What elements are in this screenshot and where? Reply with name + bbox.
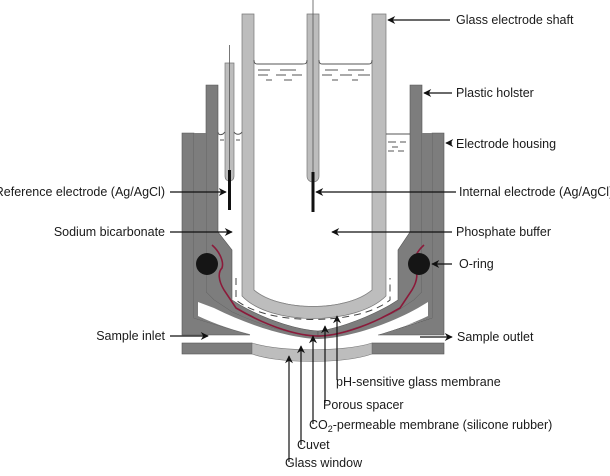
label-sodium-bicarbonate: Sodium bicarbonate (54, 225, 165, 239)
label-porous-spacer: Porous spacer (323, 398, 404, 412)
label-internal-electrode: Internal electrode (Ag/AgCl) (459, 185, 610, 199)
internal-electrode-tube (306, 0, 320, 212)
label-sample-outlet: Sample outlet (457, 330, 534, 344)
label-cuvet: Cuvet (297, 438, 330, 452)
labels: Glass electrode shaft Plastic holster El… (0, 13, 610, 470)
label-glass-window: Glass window (285, 456, 363, 470)
glass-window (251, 342, 373, 362)
leader-lines (170, 16, 456, 462)
label-phosphate-buffer: Phosphate buffer (456, 225, 551, 239)
label-electrode-housing: Electrode housing (456, 137, 556, 151)
glass-electrode-shaft (241, 13, 387, 319)
liquid-levels (217, 59, 410, 152)
reference-electrode-tube (224, 45, 235, 210)
label-co2-membrane: CO2-permeable membrane (silicone rubber) (309, 418, 552, 434)
label-glass-electrode-shaft: Glass electrode shaft (456, 13, 574, 27)
co2-suffix: -permeable membrane (silicone rubber) (333, 418, 553, 432)
o-ring-left (196, 253, 218, 275)
cuvet-left (181, 342, 253, 355)
label-o-ring: O-ring (459, 257, 494, 271)
co2-prefix: CO (309, 418, 328, 432)
co2-subscript: 2 (328, 424, 333, 434)
label-sample-inlet: Sample inlet (96, 329, 165, 343)
label-ph-membrane: pH-sensitive glass membrane (336, 375, 501, 389)
label-plastic-holster: Plastic holster (456, 86, 534, 100)
cuvet-right (371, 342, 445, 355)
label-reference-electrode: Reference electrode (Ag/AgCl) (0, 185, 165, 199)
cuvet (181, 342, 445, 362)
o-ring-right (408, 253, 430, 275)
porous-spacer (235, 278, 391, 320)
